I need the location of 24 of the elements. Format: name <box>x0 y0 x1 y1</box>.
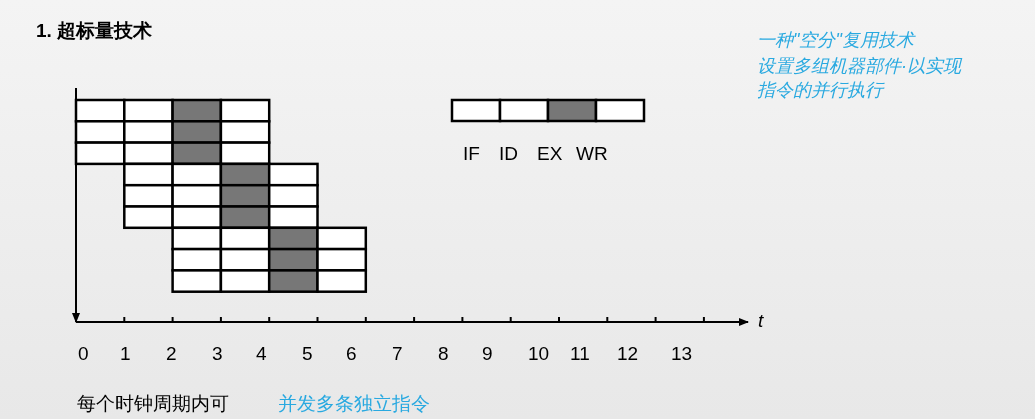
caption-text: 每个时钟周期内可 <box>77 393 229 415</box>
tick-label: 4 <box>256 343 267 365</box>
tick-label: 2 <box>166 343 177 365</box>
axis-label: t <box>758 310 764 332</box>
tick-label: 0 <box>78 343 89 365</box>
tick-label: 8 <box>438 343 449 365</box>
tick-label: 3 <box>212 343 223 365</box>
tick-label: 6 <box>346 343 357 365</box>
tick-label: 11 <box>570 343 590 365</box>
tick-label: 10 <box>528 343 550 365</box>
caption-highlight: 并发多条独立指令 <box>278 393 430 415</box>
note-text: 设置多组机器部件·以实现指令的并行执行 <box>757 55 964 102</box>
stage-label: ID <box>499 143 518 165</box>
tick-label: 5 <box>302 343 313 365</box>
tick-label: 13 <box>671 343 693 365</box>
tick-label: 9 <box>482 343 493 365</box>
stage-label: IF <box>463 143 480 165</box>
note-text: 一种"空分"复用技术 <box>757 30 914 51</box>
tick-label: 7 <box>392 343 403 365</box>
stage-label: WR <box>576 143 608 165</box>
slide-title: 1. 超标量技术 <box>36 20 153 42</box>
stage-label: EX <box>537 143 563 165</box>
tick-label: 1 <box>120 343 131 365</box>
tick-label: 12 <box>617 343 639 365</box>
